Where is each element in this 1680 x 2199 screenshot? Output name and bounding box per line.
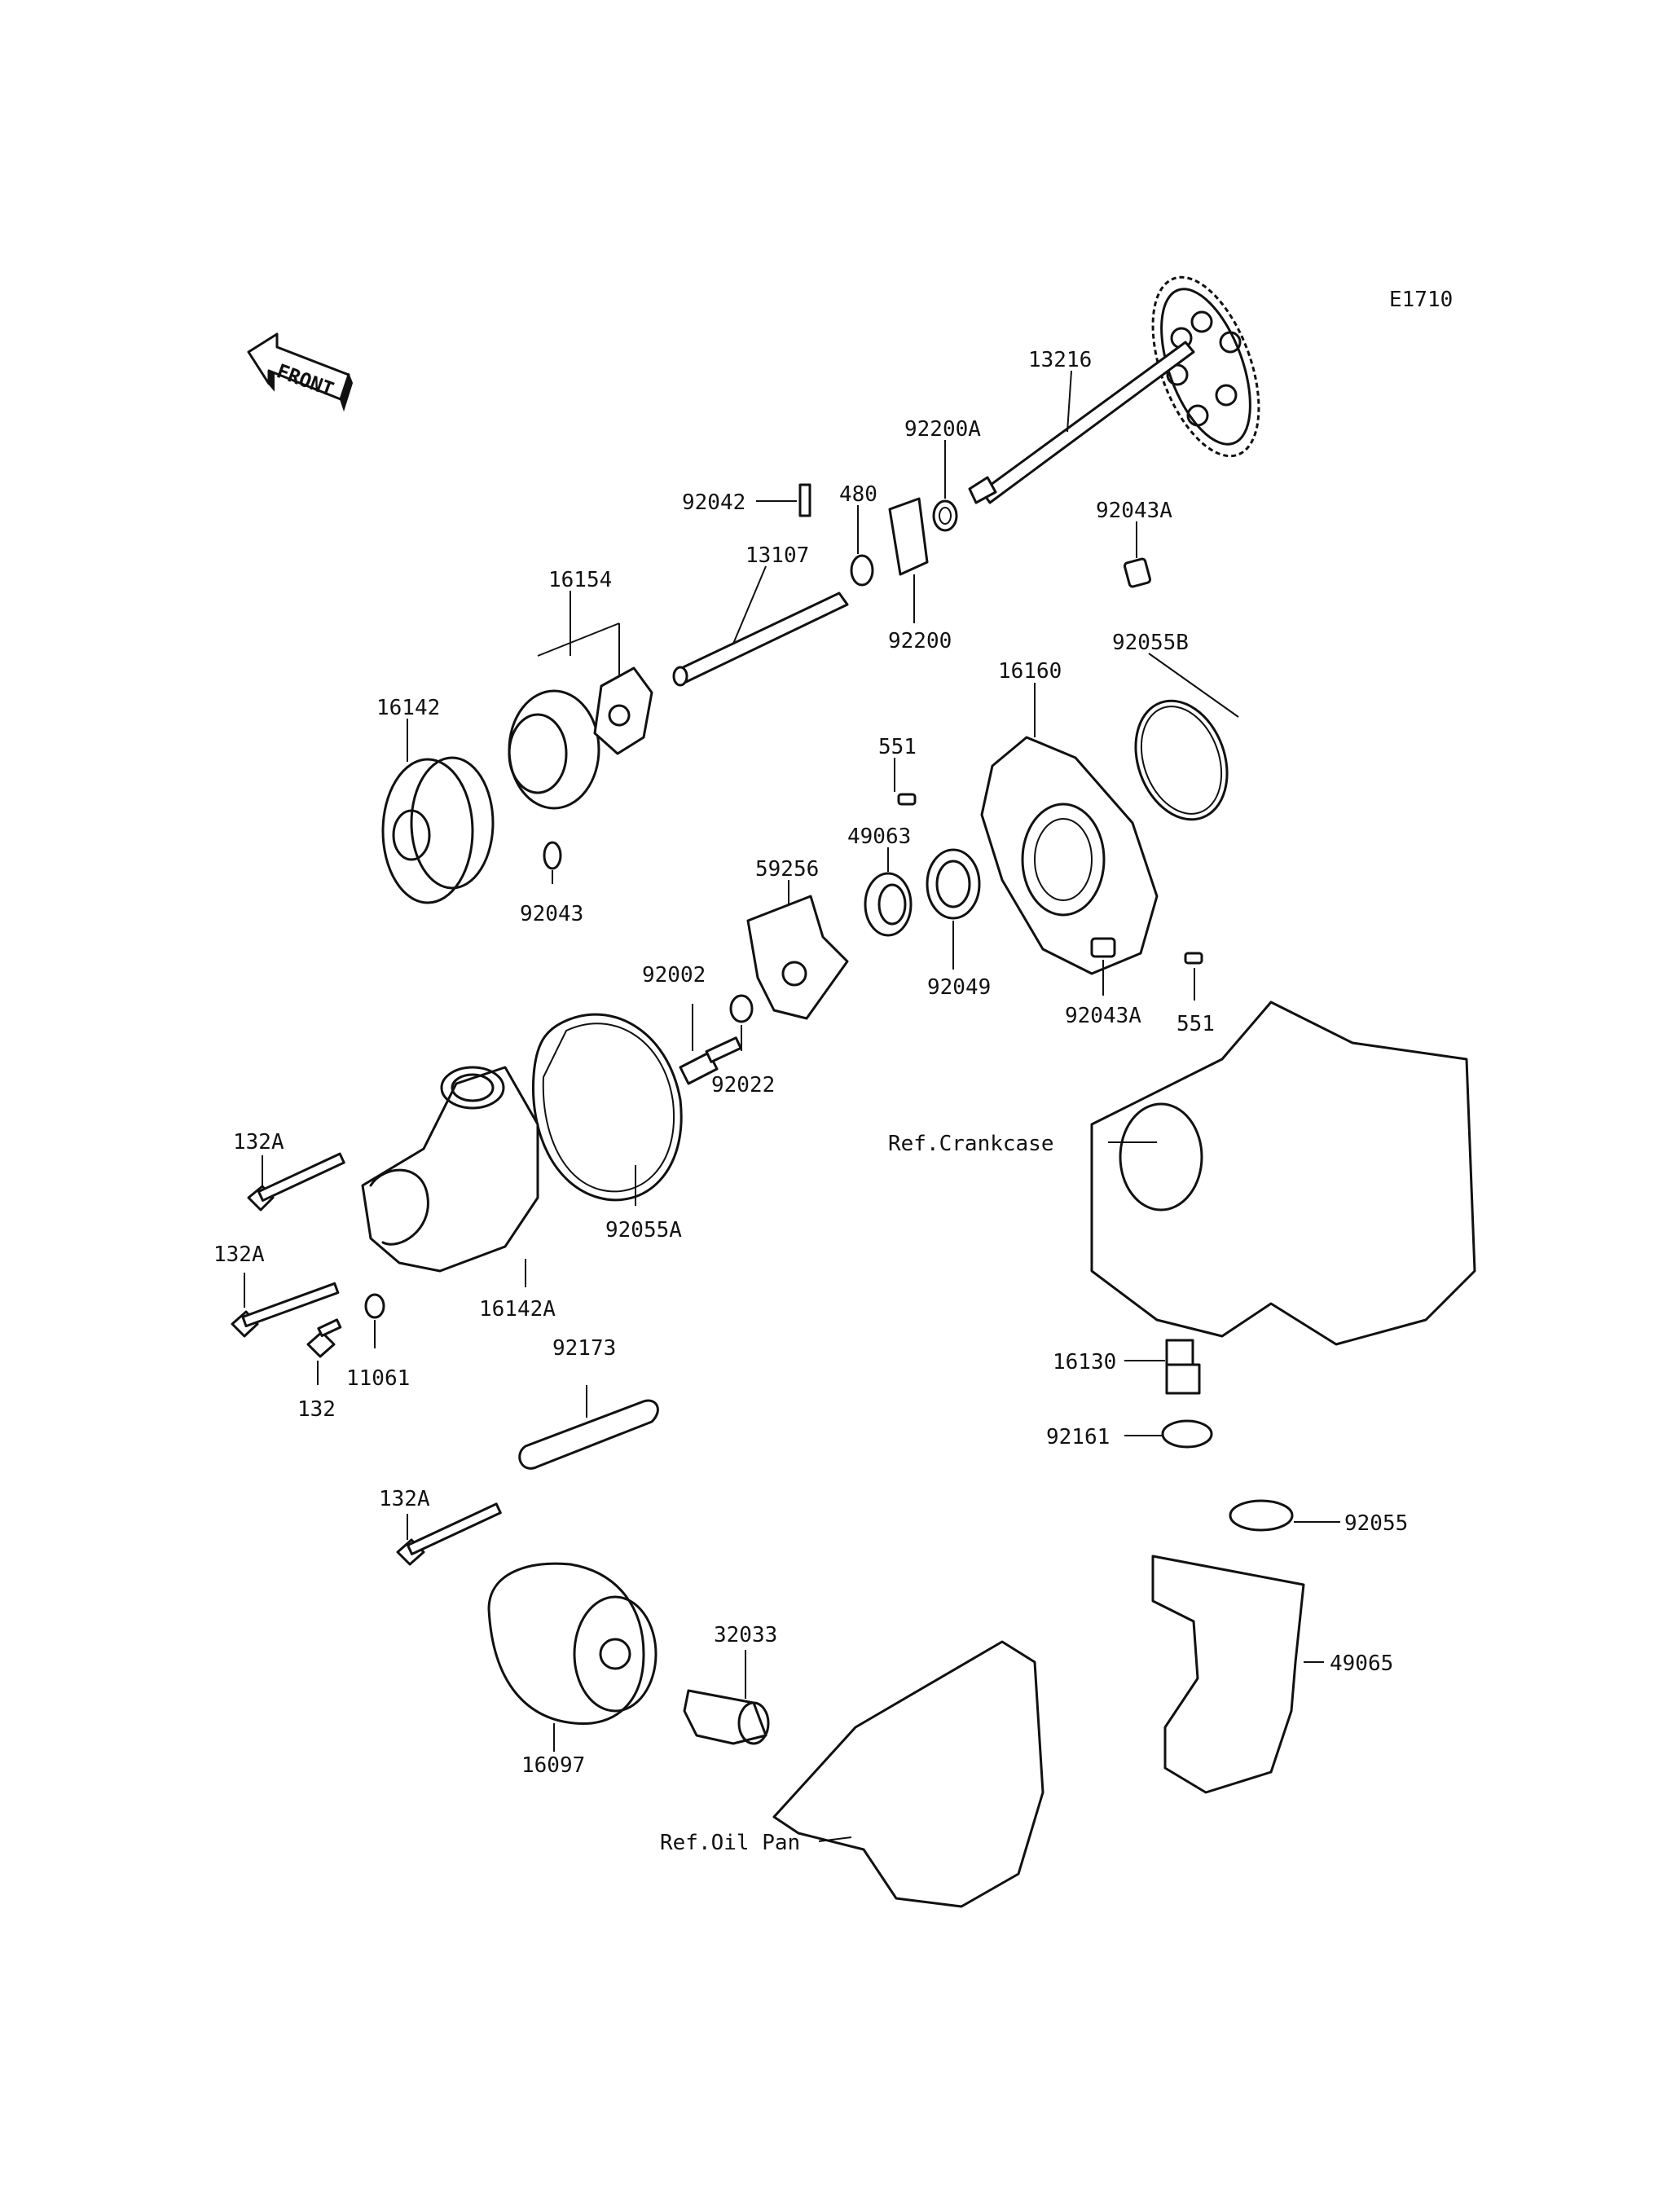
crankcase-ref	[1090, 1001, 1476, 1346]
gasket-11061	[364, 1293, 385, 1319]
oil-pump-gear-shaft	[968, 275, 1260, 504]
bolt-132A-3	[396, 1502, 502, 1566]
label-132A-3: 132A	[379, 1487, 430, 1511]
label-16130: 16130	[1053, 1350, 1116, 1374]
dowel-92043A-top	[1123, 557, 1152, 588]
strainer-32033	[683, 1689, 770, 1745]
oil-seal-92049	[926, 848, 981, 920]
label-92200A: 92200A	[904, 417, 981, 442]
bolt-132	[306, 1318, 342, 1358]
circlip-480	[850, 554, 874, 587]
label-92200: 92200	[888, 629, 952, 653]
washer-92200A	[932, 499, 958, 532]
impeller-59256	[746, 895, 849, 1020]
plate-92200	[888, 497, 929, 576]
label-ref-oil-pan: Ref.Oil Pan	[660, 1831, 800, 1855]
label-32033: 32033	[714, 1623, 777, 1647]
label-132A-2: 132A	[213, 1242, 265, 1267]
label-92055A: 92055A	[605, 1218, 682, 1242]
label-551-top: 551	[878, 735, 917, 759]
rotor-set-16154	[508, 666, 653, 810]
bolt-92002	[679, 1036, 742, 1085]
o-ring-92055B	[1134, 699, 1229, 821]
pump-cover-16160	[980, 736, 1159, 975]
label-16097: 16097	[521, 1753, 585, 1778]
o-ring-92055	[1229, 1499, 1294, 1532]
label-92161: 92161	[1046, 1425, 1110, 1449]
label-551-bottom: 551	[1176, 1012, 1215, 1036]
pin-551-bottom	[1184, 952, 1203, 965]
label-16160: 16160	[998, 659, 1062, 684]
oil-pan-ref	[772, 1640, 1045, 1908]
pump-shaft-13107	[672, 592, 849, 687]
oil-filter-16097	[487, 1562, 657, 1726]
label-92049: 92049	[927, 975, 991, 1000]
label-11061: 11061	[346, 1366, 410, 1391]
label-49063: 49063	[847, 825, 911, 849]
label-92043A-bottom: 92043A	[1065, 1004, 1141, 1028]
pipe-49065	[1151, 1555, 1305, 1794]
label-92022: 92022	[711, 1073, 775, 1097]
o-ring-92055A	[531, 1013, 683, 1202]
label-92173: 92173	[552, 1336, 616, 1361]
pump-body-16142	[381, 756, 495, 904]
label-132: 132	[297, 1397, 336, 1422]
label-49065: 49065	[1330, 1651, 1393, 1676]
label-132A-1: 132A	[233, 1130, 284, 1154]
collar-92161	[1161, 1419, 1213, 1449]
label-16142: 16142	[376, 696, 440, 720]
pump-cover-16142A	[361, 1066, 539, 1273]
label-13216: 13216	[1028, 348, 1092, 372]
washer-92022	[729, 994, 754, 1023]
dowel-92043A-bottom	[1090, 937, 1116, 958]
dowel-92043	[543, 841, 562, 870]
pin-92042	[798, 483, 811, 517]
leader-lines	[244, 370, 1340, 1842]
bolt-132A-1	[247, 1152, 345, 1212]
pin-551-top	[897, 793, 917, 806]
crankcase-bore	[1119, 1102, 1203, 1212]
label-16142A: 16142A	[479, 1297, 556, 1322]
label-59256: 59256	[755, 857, 819, 882]
front-arrow-icon: FRONT	[247, 332, 354, 412]
label-92043: 92043	[520, 902, 583, 926]
label-480: 480	[839, 482, 877, 507]
label-92055B: 92055B	[1112, 631, 1189, 655]
label-92043A-top: 92043A	[1096, 499, 1172, 523]
label-13107: 13107	[745, 543, 809, 568]
label-92055: 92055	[1344, 1511, 1408, 1536]
label-16154: 16154	[548, 568, 612, 592]
label-ref-crankcase: Ref.Crankcase	[888, 1132, 1054, 1156]
label-92002: 92002	[642, 963, 706, 987]
fitting-16130	[1165, 1339, 1201, 1395]
bracket-92173	[518, 1399, 659, 1470]
diagram-code: E1710	[1389, 288, 1453, 312]
bolt-132A-2	[231, 1282, 340, 1338]
label-92042: 92042	[682, 490, 745, 515]
